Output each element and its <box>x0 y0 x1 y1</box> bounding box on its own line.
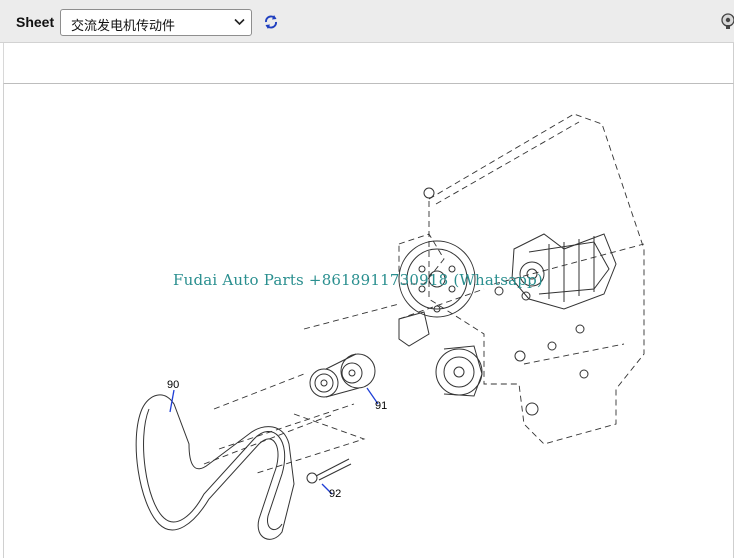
sheet-header-band <box>3 43 734 84</box>
toolbar: Sheet 交流发电机传动件 <box>0 0 734 43</box>
callout-label-91[interactable]: 91 <box>375 400 388 412</box>
callout-label-92[interactable]: 92 <box>329 488 342 500</box>
callout-line-91 <box>366 387 379 405</box>
exploded-view-drawing <box>135 113 645 540</box>
watermark-text: Fudai Auto Parts +8618911730918 (Whatsap… <box>173 271 543 289</box>
parts-diagram: 90 91 92 Fudai Auto Parts +8618911730918… <box>3 84 734 558</box>
sheet-select-value: 交流发电机传动件 <box>71 19 176 34</box>
callout-line-90 <box>169 389 175 413</box>
chevron-down-icon <box>234 18 245 26</box>
sheet-select[interactable]: 交流发电机传动件 <box>60 9 252 36</box>
refresh-icon[interactable] <box>262 13 280 31</box>
callout-leader-lines <box>169 387 379 495</box>
callout-label-90[interactable]: 90 <box>167 379 180 391</box>
callout-line-92 <box>321 483 333 495</box>
sheet-label: Sheet <box>16 14 55 30</box>
settings-icon[interactable] <box>720 12 734 30</box>
